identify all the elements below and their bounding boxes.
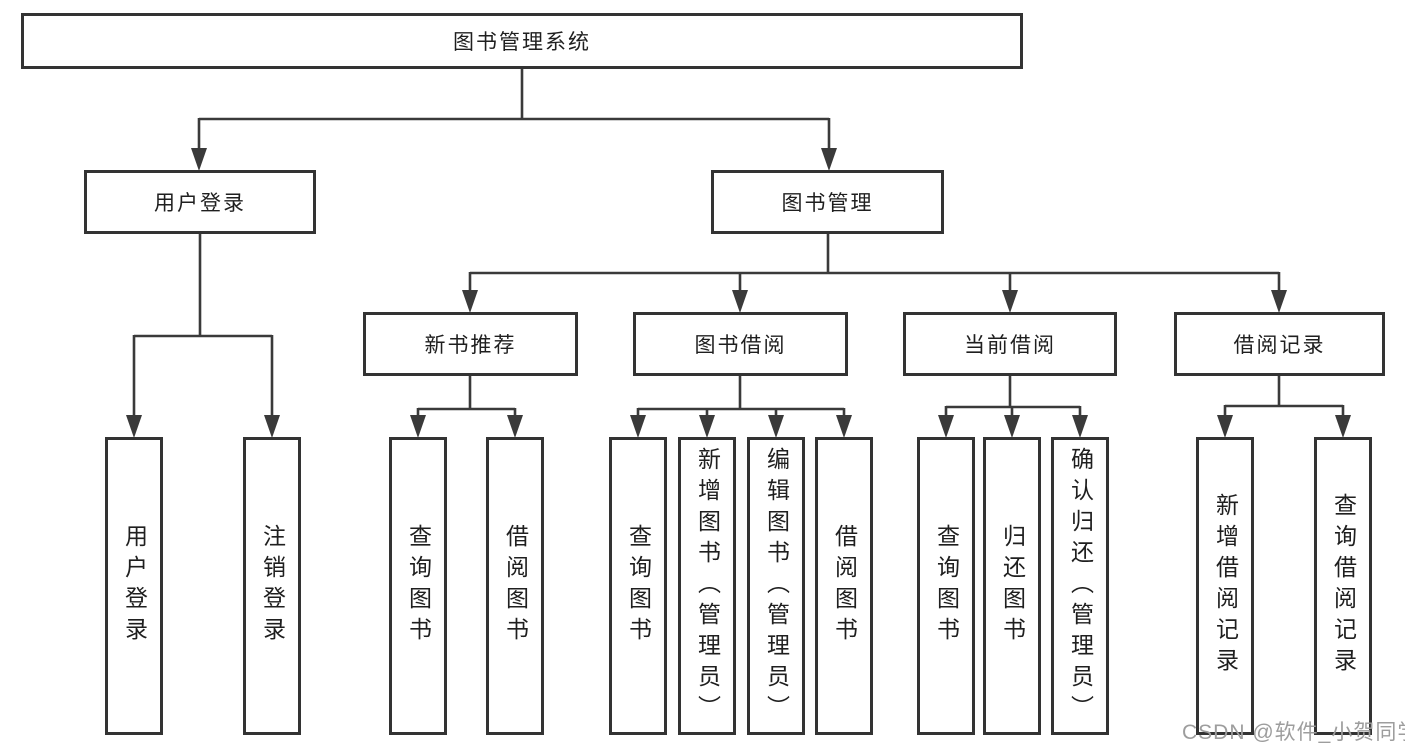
node-user-login: 用户登录 (84, 170, 316, 234)
node-current-borrowing: 当前借阅 (903, 312, 1117, 376)
leaf-edit-book-admin: 编辑图书（管理员） (747, 437, 805, 735)
connector-recommend-to-leaves (410, 376, 523, 438)
leaf-query-book-borrowing: 查询图书 (609, 437, 667, 735)
leaf-return-book: 归还图书 (983, 437, 1041, 735)
connector-current-to-leaves (938, 376, 1088, 438)
leaf-add-book-admin: 新增图书（管理员） (678, 437, 736, 735)
connector-records-to-leaves (1217, 376, 1351, 438)
leaf-query-borrow-record: 查询借阅记录 (1314, 437, 1372, 735)
leaf-borrow-book-borrowing: 借阅图书 (815, 437, 873, 735)
connector-root-to-level2 (191, 69, 837, 171)
csdn-watermark: CSDN @软件_小贺同学 (1182, 721, 1405, 744)
node-borrowing-records: 借阅记录 (1174, 312, 1385, 376)
connector-mgmt-to-level3 (462, 234, 1287, 313)
leaf-query-book-current: 查询图书 (917, 437, 975, 735)
leaf-add-borrow-record: 新增借阅记录 (1196, 437, 1254, 735)
leaf-confirm-return-admin: 确认归还（管理员） (1051, 437, 1109, 735)
node-book-management: 图书管理 (711, 170, 944, 234)
leaf-user-login: 用户登录 (105, 437, 163, 735)
node-new-book-recommend: 新书推荐 (363, 312, 578, 376)
leaf-logout: 注销登录 (243, 437, 301, 735)
leaf-query-book-recommend: 查询图书 (389, 437, 447, 735)
connector-borrowing-to-leaves (630, 376, 852, 438)
connector-login-to-leaves (126, 234, 280, 438)
leaf-borrow-book-recommend: 借阅图书 (486, 437, 544, 735)
node-library-management-system: 图书管理系统 (21, 13, 1023, 69)
node-book-borrowing: 图书借阅 (633, 312, 848, 376)
